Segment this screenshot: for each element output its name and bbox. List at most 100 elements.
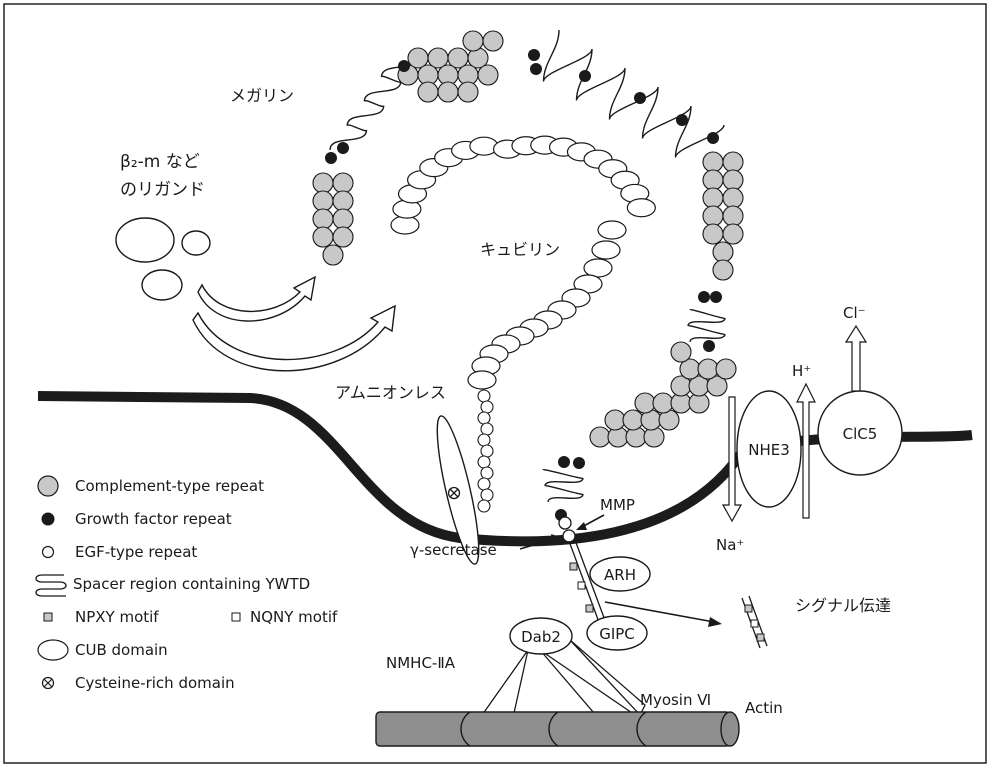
cl-arrow — [846, 326, 866, 391]
legend-complement-symbol — [38, 476, 58, 496]
complement-repeat — [703, 188, 723, 208]
complement-repeat — [313, 209, 333, 229]
complement-repeat — [703, 152, 723, 172]
growth-factor-repeat — [530, 63, 542, 75]
complement-repeat — [478, 65, 498, 85]
nhe3-label: NHE3 — [748, 441, 790, 459]
complement-repeat — [671, 342, 691, 362]
legend-growth-text: Growth factor repeat — [75, 510, 232, 528]
complement-repeat — [333, 209, 353, 229]
growth-factor-repeat — [325, 152, 337, 164]
actin-filament — [376, 712, 739, 746]
spacer-region — [544, 30, 725, 158]
legend-cysteine-text: Cysteine-rich domain — [75, 674, 235, 692]
growth-factor-repeat — [703, 340, 715, 352]
signal-label: シグナル伝達 — [795, 596, 891, 615]
ligand-arrow-upper — [198, 277, 315, 321]
egf-repeat — [481, 423, 493, 435]
complement-repeat — [698, 359, 718, 379]
complement-repeat — [703, 170, 723, 190]
complement-repeat — [463, 31, 483, 51]
myosin-label: Myosin Ⅵ — [640, 691, 711, 709]
egf-repeat — [481, 489, 493, 501]
growth-factor-repeats — [325, 49, 722, 521]
complement-repeat — [713, 260, 733, 280]
growth-factor-repeat — [337, 142, 349, 154]
complement-repeat — [605, 410, 625, 430]
cub-domain — [468, 371, 496, 389]
complement-repeat — [483, 31, 503, 51]
growth-factor-repeat — [398, 60, 410, 72]
egf-repeat — [563, 530, 575, 542]
cub-domain — [584, 259, 612, 277]
cysteine-rich-domain — [449, 488, 460, 499]
egf-repeat — [478, 478, 490, 490]
egf-repeat — [478, 456, 490, 468]
nmhc-myosin-fan — [480, 650, 528, 722]
h-label: H⁺ — [792, 362, 811, 380]
gamma-secretase-label: γ-secretase — [410, 541, 497, 559]
legend-npxy-symbol — [44, 613, 52, 621]
growth-factor-repeat — [698, 291, 710, 303]
arh-label: ARH — [604, 566, 636, 584]
spacer-region — [543, 470, 583, 502]
gipc-label: GIPC — [599, 625, 635, 643]
cub-domain — [627, 199, 655, 217]
actin-label: Actin — [745, 699, 783, 717]
growth-factor-repeat — [710, 291, 722, 303]
spacer-region — [688, 310, 725, 342]
complement-repeat — [723, 152, 743, 172]
growth-factor-repeat — [528, 49, 540, 61]
growth-factor-repeat — [707, 132, 719, 144]
legend-growth-symbol — [42, 513, 55, 526]
legend-egf-text: EGF-type repeat — [75, 543, 197, 561]
signal-arrowhead — [708, 617, 722, 627]
egf-repeat — [478, 500, 490, 512]
egf-repeat — [478, 434, 490, 446]
complement-repeat — [703, 206, 723, 226]
complement-repeat — [623, 410, 643, 430]
nqny-motif — [578, 582, 585, 589]
growth-factor-repeat — [634, 92, 646, 104]
legend-spacer-text: Spacer region containing YWTD — [73, 575, 310, 593]
complement-repeat — [723, 188, 743, 208]
cubilin-label: キュビリン — [480, 240, 560, 259]
complement-repeat — [323, 245, 343, 265]
growth-factor-repeat — [573, 457, 585, 469]
complement-repeat — [703, 224, 723, 244]
legend-spacer-symbol — [36, 575, 66, 596]
ligand-label-line2: のリガンド — [120, 180, 205, 200]
complement-repeat — [723, 170, 743, 190]
legend-cub-text: CUB domain — [75, 641, 168, 659]
egf-repeat — [481, 401, 493, 413]
complement-repeat — [590, 427, 610, 447]
legend-npxy-text: NPXY motif — [75, 608, 159, 626]
ligand-large — [116, 218, 174, 262]
growth-factor-repeat — [558, 456, 570, 468]
cub-domain — [592, 241, 620, 259]
dab2-label: Dab2 — [521, 628, 561, 646]
complement-repeat — [333, 173, 353, 193]
ligand-small — [182, 231, 210, 255]
egf-repeat — [481, 445, 493, 457]
legend-egf-symbol — [43, 547, 54, 558]
ligand-medium — [142, 270, 182, 300]
complement-repeat — [458, 82, 478, 102]
npxy-motif — [586, 605, 593, 612]
egf-repeat — [481, 467, 493, 479]
na-label: Na⁺ — [716, 536, 744, 554]
growth-factor-repeat — [579, 70, 591, 82]
egf-repeat — [478, 390, 490, 402]
amnionless-label: アムニオンレス — [335, 383, 446, 402]
megalin-label: メガリン — [230, 86, 294, 105]
cubilin-chain — [391, 136, 655, 512]
legend-cub-symbol — [38, 640, 68, 660]
complement-repeat — [635, 393, 655, 413]
signal-fragment — [742, 596, 767, 648]
growth-factor-repeat — [676, 114, 688, 126]
cub-domain — [598, 221, 626, 239]
legend-cysteine-symbol — [43, 678, 54, 689]
complement-repeat — [438, 82, 458, 102]
